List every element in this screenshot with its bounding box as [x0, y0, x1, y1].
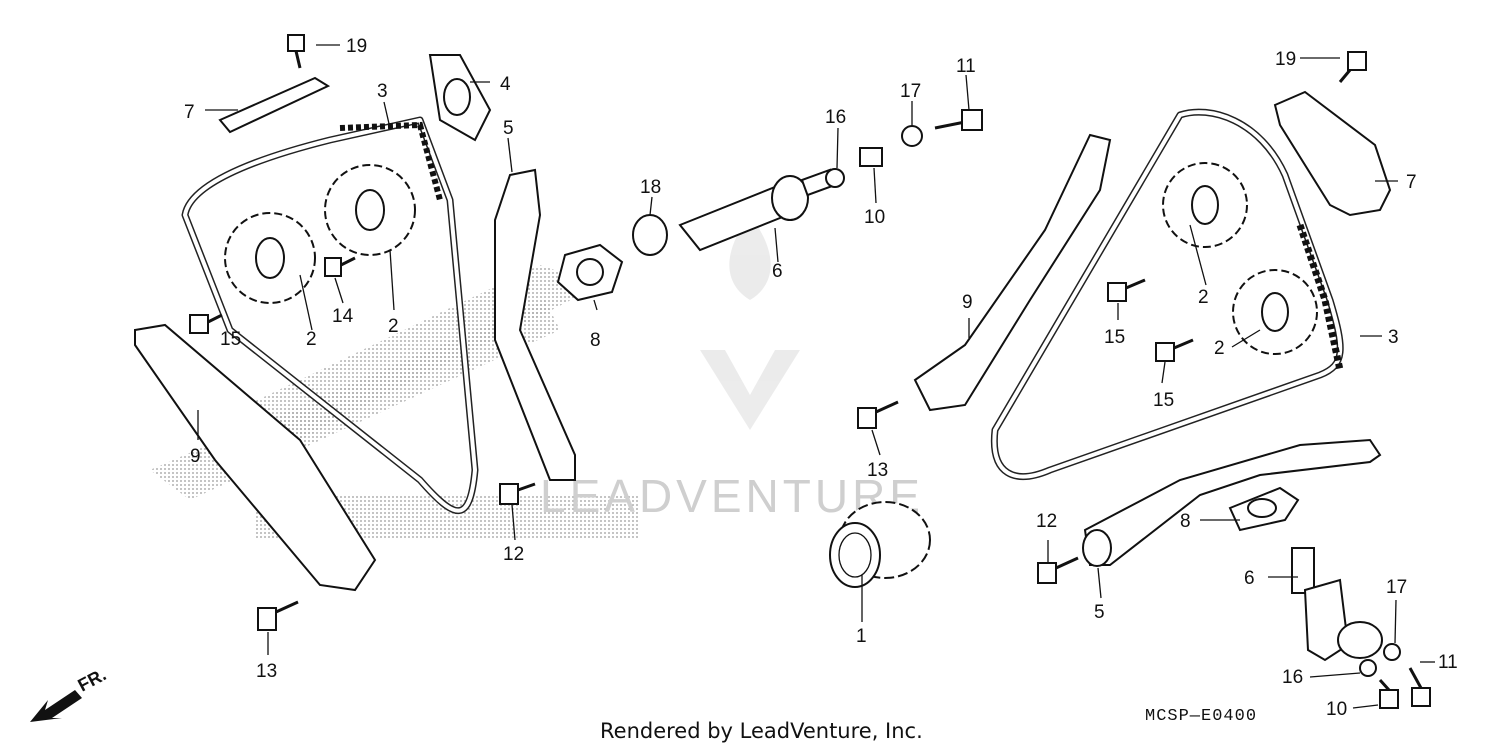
bolt-12-left [499, 482, 536, 505]
callout-13: 13 [256, 661, 277, 682]
bolt-10-right [1378, 678, 1399, 709]
collar-5-right [1082, 529, 1112, 567]
bolt-13-left [257, 600, 299, 631]
washer-16-left [825, 168, 845, 188]
cam-sprocket-left-upper [324, 164, 416, 256]
callout-15: 15 [1104, 327, 1125, 348]
cam-chain-left-side [339, 121, 443, 201]
callout-19: 19 [1275, 49, 1296, 70]
callout-9: 9 [190, 446, 201, 467]
callout-11: 11 [956, 56, 976, 77]
callout-13: 13 [867, 460, 888, 481]
callout-6: 6 [1244, 568, 1255, 589]
washer-17-right [1383, 643, 1401, 661]
callout-9: 9 [962, 292, 973, 313]
cam-sprocket-left-lower [224, 212, 316, 304]
bolt-11-left [934, 109, 983, 131]
bolt-19-top-right [1338, 51, 1367, 83]
tensioner-gasket-left [556, 243, 624, 302]
tensioner-slipper-right [1083, 438, 1382, 566]
guide-plate [428, 54, 492, 142]
callout-18: 18 [640, 177, 661, 198]
callout-6: 6 [772, 261, 783, 282]
cam-sprocket-right-upper [1162, 162, 1248, 248]
washer-16-right [1359, 659, 1377, 677]
callout-2: 2 [1214, 338, 1225, 359]
bolt-15-left [189, 313, 223, 334]
callout-10: 10 [1326, 699, 1347, 720]
tensioner-gasket-right [1228, 486, 1300, 532]
callout-16: 16 [825, 107, 846, 128]
callout-8: 8 [590, 330, 601, 351]
cam-chain-drive-sprocket [829, 501, 931, 588]
bolt-12-right [1037, 556, 1079, 584]
tensioner-slipper-left [494, 168, 576, 481]
callout-5: 5 [503, 118, 514, 139]
callout-1: 1 [856, 626, 867, 647]
cam-chain-right [990, 108, 1344, 480]
callout-16: 16 [1282, 667, 1303, 688]
callout-8: 8 [1180, 511, 1191, 532]
callout-4: 4 [500, 74, 511, 95]
callout-14: 14 [332, 306, 354, 327]
washer-17-left [901, 125, 923, 147]
tensioner-lifter-right [1291, 547, 1383, 662]
callout-2: 2 [1198, 287, 1209, 308]
leadventure-logo-icon [700, 215, 800, 430]
chain-guide-top-right [1273, 90, 1392, 217]
callout-15: 15 [220, 329, 241, 350]
callout-11: 11 [1438, 652, 1458, 673]
callout-12: 12 [1036, 511, 1057, 532]
bolt-14 [324, 256, 356, 277]
cam-chain-left [181, 116, 479, 515]
footer-credit: Rendered by LeadVenture, Inc. [600, 719, 923, 743]
callout-2: 2 [306, 329, 317, 350]
bolt-15-right-upper [1107, 278, 1146, 302]
cam-chain-right-side [1296, 223, 1344, 371]
callout-19: 19 [346, 36, 367, 57]
callout-7: 7 [1406, 172, 1417, 193]
leader-lines [197, 44, 1435, 709]
diagram-code: MCSP—E0400 [1145, 707, 1257, 726]
callout-7: 7 [184, 102, 195, 123]
callout-17: 17 [1386, 577, 1407, 598]
callout-3: 3 [1388, 327, 1399, 348]
callout-12: 12 [503, 544, 524, 565]
callout-5: 5 [1094, 602, 1105, 623]
chain-guide-right-long [913, 133, 1112, 412]
callout-labels: 19 7 3 4 5 18 8 6 16 10 17 11 2 2 14 15 … [184, 36, 1458, 720]
callout-17: 17 [900, 81, 921, 102]
bolt-10-left [859, 147, 883, 167]
bolt-13-right [857, 400, 899, 429]
bolt-15-right-lower [1155, 338, 1194, 362]
callout-10: 10 [864, 207, 885, 228]
bolt-11-right [1408, 667, 1431, 707]
callout-15: 15 [1153, 390, 1174, 411]
cam-sprocket-right-lower [1232, 269, 1318, 355]
o-ring [632, 214, 668, 256]
callout-2: 2 [388, 316, 399, 337]
callout-3: 3 [377, 81, 388, 102]
direction-label: FR. [74, 664, 109, 695]
arrow-left-down-icon [30, 690, 82, 722]
chain-guide-top-left [218, 76, 331, 134]
chain-guide-left-long [134, 323, 377, 592]
bolt-19-top-left [287, 34, 305, 69]
